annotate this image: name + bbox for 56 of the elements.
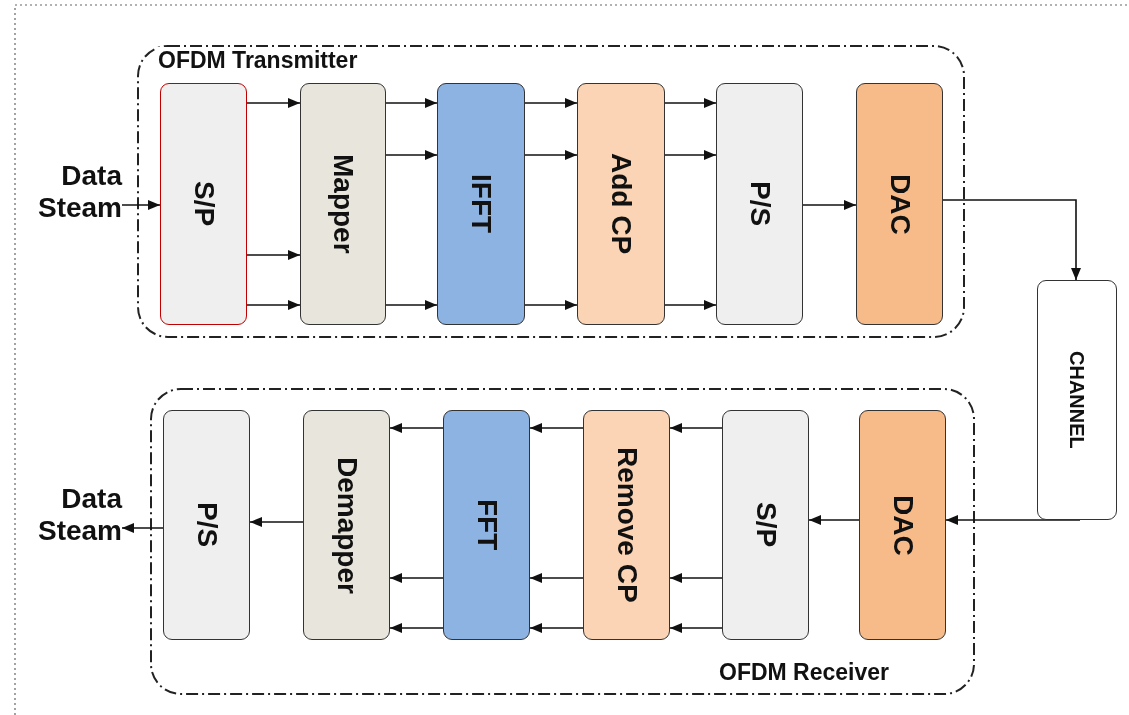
arrow bbox=[246, 98, 301, 108]
arrow bbox=[664, 300, 717, 310]
arrow bbox=[389, 573, 444, 583]
arrow bbox=[669, 623, 723, 633]
process-block bbox=[577, 83, 665, 325]
process-block bbox=[437, 83, 525, 325]
arrow bbox=[669, 423, 723, 433]
block-label: DAC bbox=[885, 173, 914, 235]
block-label: P/S bbox=[192, 502, 221, 548]
block-label: IFFT bbox=[467, 174, 495, 234]
process-block bbox=[583, 410, 670, 640]
arrow bbox=[389, 423, 444, 433]
text-label: Data Steam bbox=[16, 483, 122, 573]
block-label: Add CP bbox=[607, 153, 635, 255]
arrow bbox=[808, 515, 860, 525]
arrow bbox=[524, 98, 578, 108]
arrow bbox=[664, 150, 717, 160]
arrow bbox=[524, 150, 578, 160]
arrow bbox=[385, 150, 438, 160]
arrow bbox=[121, 523, 164, 533]
process-block bbox=[160, 83, 247, 325]
arrow bbox=[246, 300, 301, 310]
arrow bbox=[529, 423, 584, 433]
arrow bbox=[942, 199, 1081, 281]
block-label: CHANNEL bbox=[1067, 351, 1087, 449]
block-label: Demapper bbox=[332, 456, 361, 594]
arrow bbox=[669, 573, 723, 583]
arrow bbox=[664, 98, 717, 108]
block-label: S/P bbox=[189, 181, 218, 227]
arrow bbox=[529, 623, 584, 633]
process-block bbox=[856, 83, 943, 325]
arrow bbox=[121, 200, 161, 210]
arrow bbox=[389, 623, 444, 633]
arrow bbox=[529, 573, 584, 583]
arrow bbox=[385, 98, 438, 108]
block-label: Remove CP bbox=[612, 447, 641, 603]
process-block bbox=[303, 410, 390, 640]
process-block bbox=[163, 410, 250, 640]
process-block bbox=[443, 410, 530, 640]
arrow bbox=[249, 517, 304, 527]
arrow bbox=[802, 200, 857, 210]
text-label: Data Steam bbox=[16, 160, 122, 250]
process-block bbox=[716, 83, 803, 325]
arrow bbox=[524, 300, 578, 310]
block-label: S/P bbox=[751, 502, 780, 548]
channel-box bbox=[1037, 280, 1117, 520]
block-label: FFT bbox=[472, 499, 501, 551]
arrow bbox=[945, 515, 1081, 525]
arrow bbox=[385, 300, 438, 310]
process-block bbox=[722, 410, 809, 640]
block-label: Mapper bbox=[329, 154, 357, 254]
process-block bbox=[859, 410, 946, 640]
arrow bbox=[246, 250, 301, 260]
block-label: DAC bbox=[888, 494, 917, 556]
block-label: P/S bbox=[745, 181, 774, 227]
process-block bbox=[300, 83, 386, 325]
